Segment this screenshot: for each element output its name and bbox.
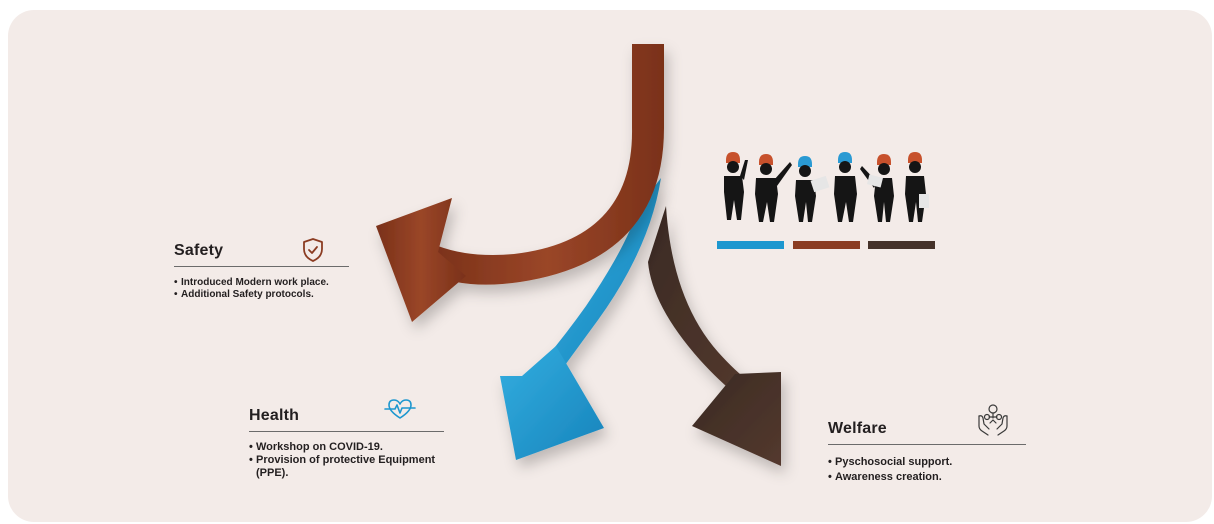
worker-silhouette-5 (860, 154, 894, 222)
workers-silhouette-group (724, 152, 929, 222)
welfare-item: Awareness creation. (828, 470, 1026, 485)
welfare-block: Welfare Pyschosocial support. Awareness … (828, 420, 1026, 485)
diagram-card: Safety Introduced Modern work place. Add… (8, 10, 1212, 522)
health-title: Health (249, 407, 300, 424)
safety-color-bar (793, 241, 860, 249)
health-color-bar (717, 241, 784, 249)
safety-arrow (376, 44, 664, 322)
arrows-illustration (376, 44, 929, 466)
worker-silhouette-3 (795, 156, 830, 222)
welfare-list: Pyschosocial support. Awareness creation… (828, 455, 1026, 485)
worker-silhouette-1 (724, 152, 748, 220)
safety-block: Safety Introduced Modern work place. Add… (174, 242, 349, 301)
safety-item: Additional Safety protocols. (174, 289, 349, 301)
safety-divider (174, 266, 349, 267)
heart-pulse-icon (384, 399, 416, 419)
welfare-arrow (648, 206, 781, 466)
health-block: Health Workshop on COVID-19. Provision o… (249, 407, 444, 480)
shield-check-icon (303, 238, 323, 262)
health-divider (249, 431, 444, 432)
health-item: Provision of protective Equipment (PPE). (249, 454, 444, 480)
worker-silhouette-4 (834, 152, 857, 222)
safety-title: Safety (174, 242, 224, 259)
welfare-item: Pyschosocial support. (828, 455, 1026, 470)
safety-list: Introduced Modern work place. Additional… (174, 277, 349, 301)
welfare-color-bar (868, 241, 935, 249)
health-item: Workshop on COVID-19. (249, 441, 444, 454)
worker-silhouette-6 (905, 152, 929, 222)
welfare-divider (828, 444, 1026, 445)
health-list: Workshop on COVID-19. Provision of prote… (249, 441, 444, 480)
hands-care-icon (978, 404, 1008, 436)
safety-item: Introduced Modern work place. (174, 277, 349, 289)
worker-silhouette-2 (755, 154, 792, 222)
welfare-title: Welfare (828, 420, 887, 437)
